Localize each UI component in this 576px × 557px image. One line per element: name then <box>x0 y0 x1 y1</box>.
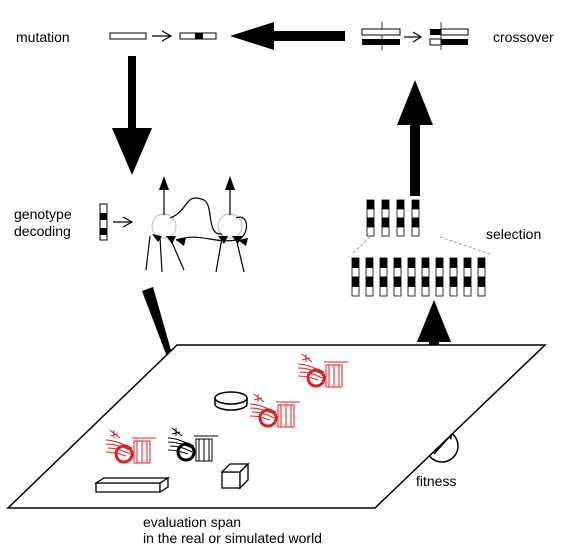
selected-genome <box>366 199 375 237</box>
selected-genome <box>381 199 390 237</box>
op-arrow-crossover <box>404 31 423 43</box>
label-mutation: mutation <box>16 29 70 45</box>
label-selection: selection <box>486 226 542 242</box>
world-plane <box>6 344 547 509</box>
genome-vertical <box>99 203 108 241</box>
population-genome <box>477 257 486 297</box>
population-genomes <box>351 257 486 297</box>
world-objects <box>93 391 250 494</box>
selected-genomes <box>366 199 420 237</box>
population-genome <box>393 257 402 297</box>
population-genome <box>421 257 430 297</box>
population-genome <box>449 257 458 297</box>
population-genome <box>351 257 360 297</box>
population-genome <box>407 257 416 297</box>
genome-parent <box>109 32 147 40</box>
genome-pair-before <box>361 22 401 50</box>
selected-genome <box>411 199 420 237</box>
neural-network <box>145 176 248 273</box>
population-genome <box>365 257 374 297</box>
genome-pair-after <box>429 22 469 50</box>
population-genome <box>463 257 472 297</box>
label-fitness: fitness <box>416 473 457 489</box>
label-decoding: decoding <box>14 223 71 239</box>
op-arrow-mutation <box>152 30 173 42</box>
population-genome <box>379 257 388 297</box>
arrow-crossover-to-mutation <box>230 22 345 50</box>
label-evaluation-world: in the real or simulated world <box>143 530 322 546</box>
arrow-mutation-to-decoding <box>112 56 152 175</box>
op-arrow-decoding <box>113 216 134 228</box>
label-genotype: genotype <box>14 206 72 222</box>
label-evaluation-span: evaluation span <box>143 514 242 530</box>
label-crossover: crossover <box>493 29 554 45</box>
selected-genome <box>396 199 405 237</box>
selection-funnel <box>351 236 491 255</box>
arrow-selection-to-crossover <box>397 80 433 196</box>
population-genome <box>435 257 444 297</box>
genome-mutated <box>179 32 217 40</box>
